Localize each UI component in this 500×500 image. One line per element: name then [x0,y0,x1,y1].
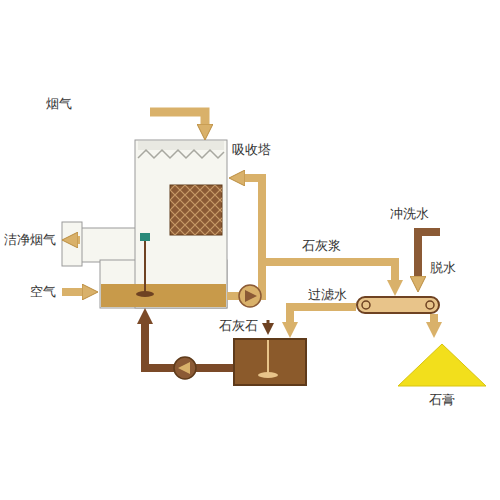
belt-roller [362,301,370,309]
agitator-blade [258,372,278,378]
outlet-label: 洁净烟气 [4,232,56,248]
agitator-shaft [267,340,269,374]
outlet-duct [80,228,137,262]
belt-filter: 脱水 [356,296,440,314]
spray-nozzles [138,150,224,158]
recirculation-line [241,178,262,262]
flow-label: 过滤水 [306,287,349,303]
spray-header [138,141,224,150]
limestone-feed-arrow [267,320,270,326]
belt-roller [426,301,434,309]
slurry-liquid [101,284,226,307]
pump-symbol [245,290,257,302]
packing-layer [170,185,222,235]
clean-gas-arrow [74,236,80,244]
air-arrow [62,288,86,296]
absorber-tower: 吸收塔 [135,140,227,308]
gypsum-heap-shape [398,344,486,386]
belt-rollers [358,298,438,312]
agitator-motor [140,233,150,241]
tower-column [135,140,227,308]
flue-gas-arrow [150,112,205,128]
node-label: 石膏 [429,392,455,408]
flow-label: 石灰浆 [300,238,343,254]
tank-agitator [235,340,305,384]
flow-line [430,314,438,326]
node-label: 吸收塔 [232,142,271,158]
packing-texture [170,185,222,235]
pump-symbol [178,362,190,374]
agitator-shaft [144,240,146,293]
node-label: 脱水 [430,260,456,276]
duct-outlet-cap [62,222,82,266]
slurry-pump [239,285,261,307]
air-label: 空气 [30,284,56,300]
gypsum-pile: 石膏 [396,338,488,418]
slurry-tank: 石灰石 [233,338,307,386]
inlet-label: 烟气 [46,96,72,112]
gypsum-heap [396,338,488,388]
wash-water-label: 冲洗水 [390,206,429,222]
node-label: 石灰石 [219,318,258,334]
agitator-blade [136,291,154,297]
flow-line [290,307,356,326]
feed-pump [174,357,196,379]
